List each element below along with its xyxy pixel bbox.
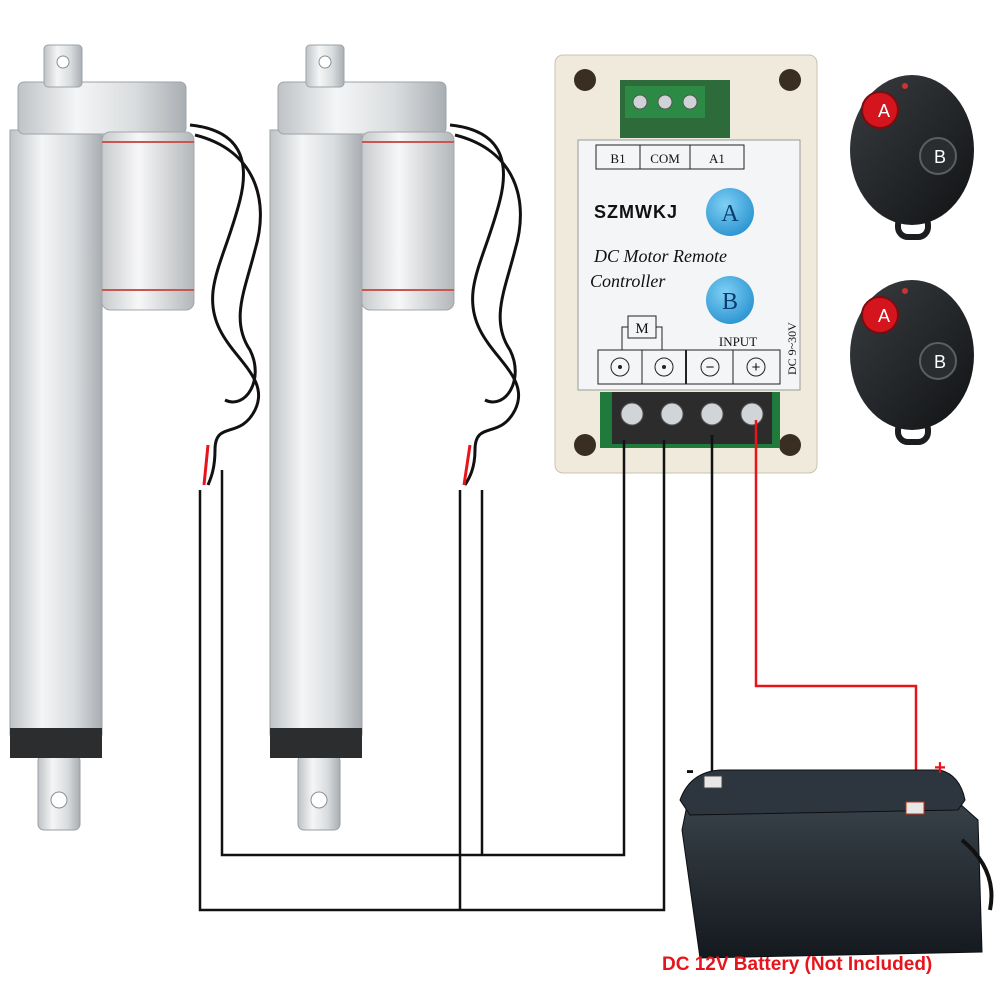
remote-bottom-button-a-label: A xyxy=(878,306,890,326)
top-terminal-screw-2 xyxy=(657,94,673,110)
controller-title-line1: DC Motor Remote xyxy=(593,246,727,266)
remote-top-button-b-label: B xyxy=(934,147,946,167)
battery: - + xyxy=(679,757,994,959)
input-plus-label: + xyxy=(752,359,761,376)
cable-right-red-lead xyxy=(462,444,472,486)
top-terminal-label-box xyxy=(595,144,745,170)
controller-mount-hole-br xyxy=(779,434,801,456)
motor-terminal-2-dot xyxy=(662,365,666,369)
bottom-terminal-screw-1 xyxy=(620,402,644,426)
battery-top xyxy=(679,769,966,816)
motor-controller: B1 COM A1 SZMWKJ A DC Motor Remote Contr… xyxy=(554,54,818,474)
remote-top-button-a xyxy=(861,91,899,129)
controller-mount-hole-bl xyxy=(574,434,596,456)
actuator-left-tube xyxy=(9,129,103,736)
bottom-terminal-screw-4 xyxy=(740,402,764,426)
linear-actuator-left xyxy=(9,44,195,831)
input-plus-symbol xyxy=(746,357,766,377)
actuator-left-tab-hole xyxy=(56,55,70,69)
controller-mount-hole-tl xyxy=(574,69,596,91)
bottom-terminal-screw-2 xyxy=(660,402,684,426)
battery-caption: DC 12V Battery (Not Included) xyxy=(662,954,933,975)
battery-plus-label: + xyxy=(934,757,946,779)
actuator-left-end-cap xyxy=(10,728,102,758)
cable-left-coil-b xyxy=(194,133,262,404)
controller-button-a xyxy=(706,188,754,236)
top-terminal-screw-3 xyxy=(682,94,698,110)
motor-terminal-1-dot xyxy=(618,365,622,369)
battery-positive-terminal xyxy=(905,801,925,815)
wire-battery-positive xyxy=(754,420,918,800)
motor-symbol-leads xyxy=(621,326,663,350)
cable-left-coil xyxy=(189,123,261,486)
battery-minus-label: - xyxy=(686,757,694,784)
actuator-right-motor xyxy=(361,131,455,311)
battery-body xyxy=(681,794,983,959)
controller-voltage-label: DC 9~30V xyxy=(785,322,799,375)
controller-button-a-label: A xyxy=(721,201,739,227)
controller-brand: SZMWKJ xyxy=(594,202,678,222)
battery-handle xyxy=(960,838,994,911)
actuator-right-end-cap xyxy=(270,728,362,758)
remote-bottom-led xyxy=(902,288,908,294)
controller-label-panel xyxy=(577,139,801,391)
remote-top-button-b xyxy=(919,137,957,175)
remote-control-top: A B xyxy=(850,75,974,240)
input-minus-symbol xyxy=(700,357,720,377)
actuator-left-motor xyxy=(101,131,195,311)
cable-left-red-lead xyxy=(202,444,210,486)
wire-motor-terminal-2 xyxy=(198,440,666,912)
remote-control-bottom: A B xyxy=(850,280,974,445)
actuator-right-rod-hole xyxy=(310,791,328,809)
battery-negative-terminal xyxy=(703,775,723,789)
remote-top-button-a-label: A xyxy=(878,101,890,121)
input-minus-label: − xyxy=(706,359,715,376)
controller-button-b xyxy=(706,276,754,324)
remote-bottom-button-b-label: B xyxy=(934,352,946,372)
motor-terminal-1-symbol xyxy=(610,357,630,377)
controller-input-label: INPUT xyxy=(719,334,757,349)
actuator-left-rod-hole xyxy=(50,791,68,809)
remote-top-led xyxy=(902,83,908,89)
top-terminal-a1-label: A1 xyxy=(709,151,725,166)
linear-actuator-right xyxy=(269,44,455,831)
wiring xyxy=(198,420,918,912)
top-terminal-com-label: COM xyxy=(650,151,680,166)
cable-right-coil-b xyxy=(454,133,522,404)
actuator-right-gearbox xyxy=(277,81,447,135)
motor-symbol-label: M xyxy=(635,321,648,337)
controller-mount-hole-tr xyxy=(779,69,801,91)
controller-button-b-label: B xyxy=(722,289,738,315)
motor-terminal-2-symbol xyxy=(654,357,674,377)
wire-motor-terminal-1 xyxy=(220,440,626,857)
actuator-cables xyxy=(189,123,522,486)
actuator-left-gearbox xyxy=(17,81,187,135)
bottom-terminal-screw-3 xyxy=(700,402,724,426)
top-terminal-b1-label: B1 xyxy=(610,151,625,166)
actuator-right-tube xyxy=(269,129,363,736)
remote-bottom-button-b xyxy=(919,342,957,380)
top-terminal-screw-1 xyxy=(632,94,648,110)
controller-title-line2: Controller xyxy=(590,271,666,291)
actuator-right-tab-hole xyxy=(318,55,332,69)
remote-bottom-button-a xyxy=(861,296,899,334)
bottom-terminal-label-box xyxy=(597,349,781,385)
cable-right-coil xyxy=(449,123,521,486)
